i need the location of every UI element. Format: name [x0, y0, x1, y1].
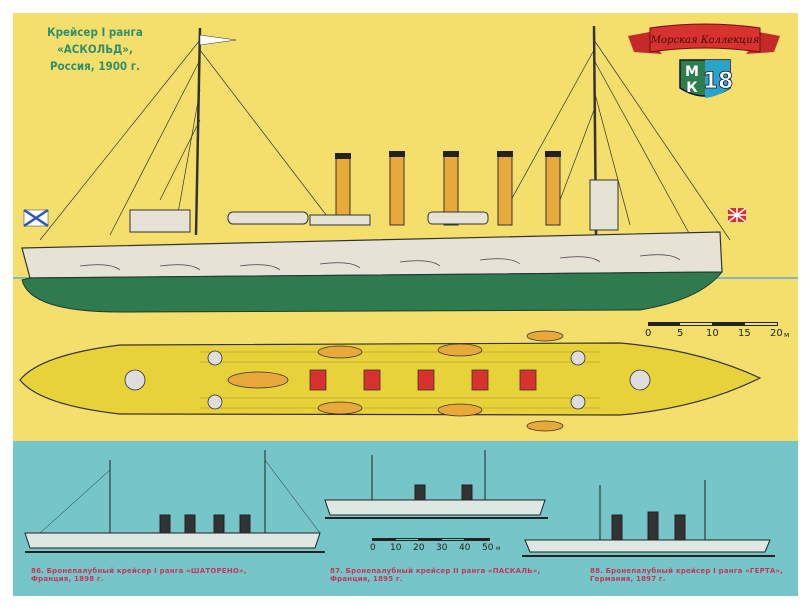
caption-line-1: 88. Бронепалубный крейсер I ранга «ГЕРТА…: [590, 567, 784, 575]
scale-main-label-10: 10: [706, 328, 719, 339]
scale-main-unit: м: [784, 331, 790, 339]
plan-view-askold: [19, 330, 762, 432]
svg-text:М: М: [685, 64, 699, 80]
caption-pascal: 87. Бронепалубный крейсер II ранга «ПАСК…: [330, 567, 540, 583]
profile-view-pascal: [324, 450, 548, 519]
scale-small-label-10: 10: [390, 543, 402, 553]
title-line-1: Крейсер I ранга: [47, 25, 143, 39]
svg-text:К: К: [686, 80, 698, 96]
title-line-2: «АСКОЛЬД»,: [57, 42, 133, 56]
profile-view-askold: [21, 25, 747, 313]
caption-line-1: 87. Бронепалубный крейсер II ранга «ПАСК…: [330, 567, 541, 575]
scale-bar-small: [372, 538, 490, 541]
caption-hertha: 88. Бронепалубный крейсер I ранга «ГЕРТА…: [590, 567, 783, 583]
scale-main-label-0: 0: [645, 328, 652, 339]
scale-main-label-15: 15: [738, 328, 751, 339]
emblem-logo: Морская Коллекция М К 18: [628, 23, 780, 98]
title-line-3: Россия, 1900 г.: [49, 59, 141, 73]
plate-title: Крейсер I ранга «АСКОЛЬД», Россия, 1900 …: [40, 24, 150, 75]
profile-view-chateaurenault: [24, 450, 325, 553]
scale-small-unit: м: [496, 545, 501, 552]
scale-small-label-40: 40: [459, 543, 471, 553]
svg-text:Морская Коллекция: Морская Коллекция: [650, 35, 759, 46]
scale-small-label-20: 20: [413, 543, 425, 553]
caption-line-2: Франция, 1898 г.: [31, 575, 104, 583]
caption-line-2: Франция, 1895 г.: [330, 575, 403, 583]
scale-small-label-30: 30: [436, 543, 448, 553]
scale-small-label-50: 50: [482, 543, 494, 553]
scale-main-label-5: 5: [677, 328, 684, 339]
caption-chateaurenault: 86. Бронепалубный крейсер I ранга «ШАТОР…: [31, 567, 247, 583]
scale-bar-main: [648, 322, 778, 326]
caption-line-2: Германия, 1897 г.: [590, 575, 666, 583]
profile-view-hertha: [522, 480, 775, 557]
scale-main-label-20: 20: [770, 328, 783, 339]
caption-line-1: 86. Бронепалубный крейсер I ранга «ШАТОР…: [31, 567, 247, 575]
scale-small-label-0: 0: [370, 543, 376, 553]
svg-text:18: 18: [703, 69, 734, 94]
